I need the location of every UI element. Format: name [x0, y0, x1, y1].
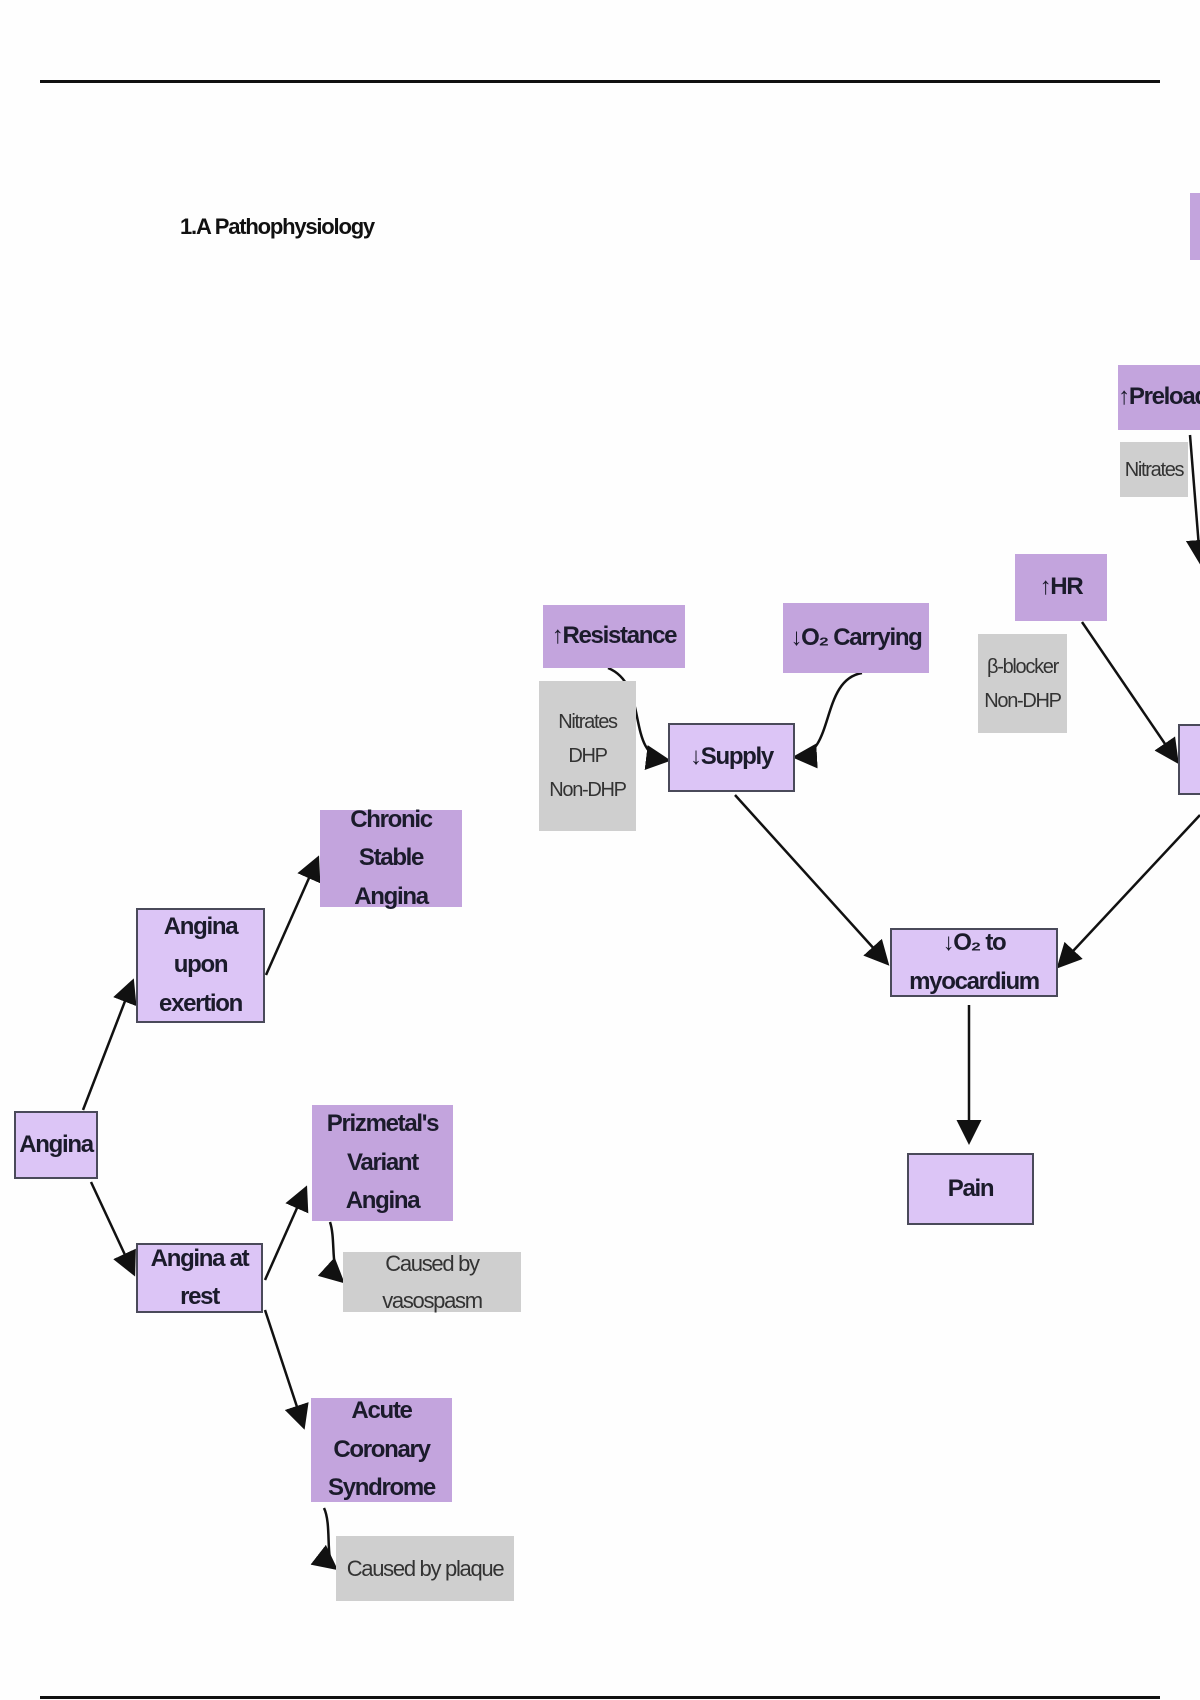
node-hr: ↑HR	[1015, 554, 1107, 621]
node-vasospasm: Caused by vasospasm	[343, 1251, 521, 1313]
arrow-prizmetal-vasospasm	[317, 1221, 345, 1284]
node-resistance: ↑Resistance	[543, 605, 685, 668]
bottom-rule	[40, 1696, 1160, 1699]
arrow-right-myocardium	[1056, 814, 1200, 969]
node-demand-partial	[1178, 724, 1200, 795]
section-title: 1.A Pathophysiology	[180, 214, 375, 239]
node-acs: Acute Coronary Syndrome	[311, 1397, 452, 1502]
arrow-rest-acs	[263, 1309, 309, 1430]
arrow-o2carrying-supply	[792, 671, 863, 769]
node-hr-drugs: β-blocker Non-DHP	[978, 634, 1067, 733]
node-prizmetal: Prizmetal's Variant Angina	[312, 1105, 453, 1221]
arrow-resistance-supply	[607, 666, 671, 770]
node-right-edge	[1190, 193, 1200, 260]
arrow-supply-myocardium	[734, 794, 890, 966]
top-rule	[40, 80, 1160, 83]
node-resistance-drugs: Nitrates DHP Non-DHP	[539, 681, 636, 831]
arrow-angina-exertion	[81, 978, 137, 1111]
node-angina-exertion: Angina upon exertion	[136, 908, 265, 1023]
node-supply: ↓Supply	[668, 723, 795, 792]
arrow-acs-plaque	[310, 1507, 338, 1571]
node-angina-rest: Angina at rest	[136, 1243, 263, 1313]
arrow-exertion-chronic	[264, 855, 321, 976]
node-angina: Angina	[14, 1111, 98, 1179]
node-o2-myocardium: ↓O₂ to myocardium	[890, 928, 1058, 997]
node-o2-carrying: ↓O₂ Carrying	[783, 603, 929, 673]
arrow-angina-rest	[89, 1181, 136, 1277]
arrow-rest-prizmetal	[263, 1185, 309, 1281]
node-preload: ↑Preload	[1118, 365, 1200, 430]
node-pain: Pain	[907, 1153, 1034, 1225]
node-preload-drugs: Nitrates	[1120, 442, 1188, 497]
arrow-preload-down	[1185, 434, 1200, 565]
node-plaque: Caused by plaque	[336, 1536, 514, 1601]
arrow-hr-right	[1080, 621, 1179, 765]
node-chronic-stable: Chronic Stable Angina	[320, 806, 462, 910]
